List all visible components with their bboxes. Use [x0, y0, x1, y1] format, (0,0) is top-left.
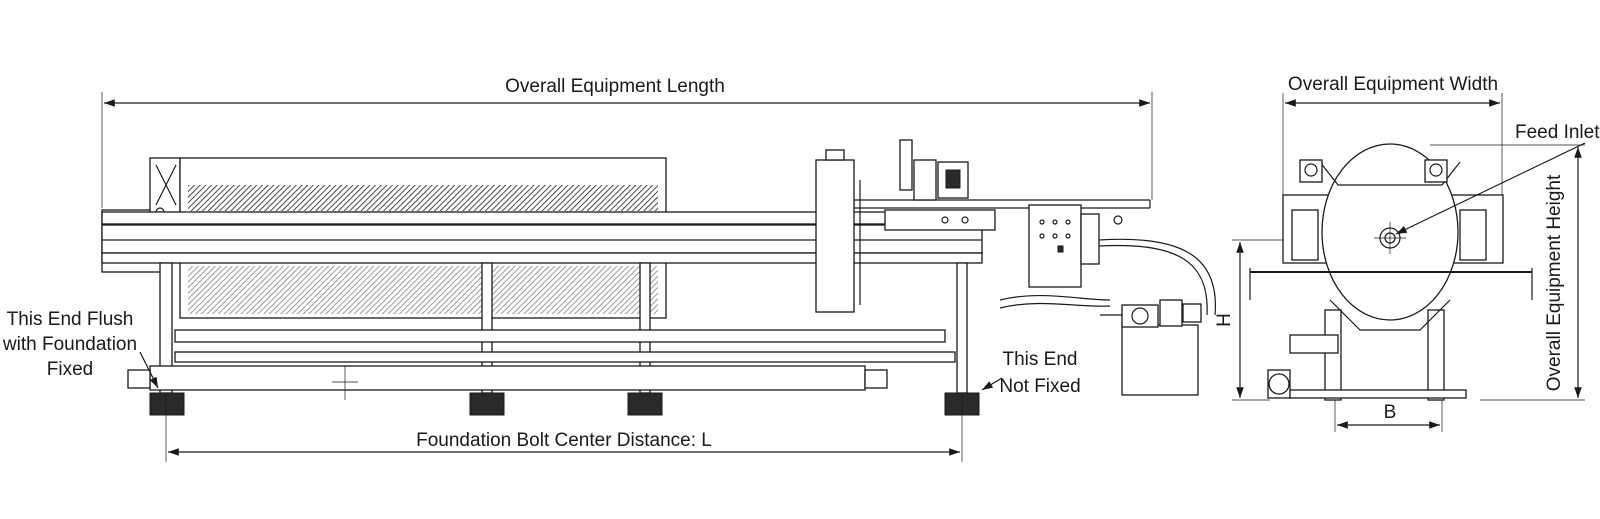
width-dimension — [1282, 93, 1503, 195]
bolt-distance-label: Foundation Bolt Center Distance: L — [416, 430, 712, 451]
flush-end-label-line1: This End Flush — [7, 309, 134, 330]
plate-body — [1282, 143, 1504, 321]
flush-end-label-line3: Fixed — [47, 359, 93, 380]
h-label: H — [1214, 313, 1235, 327]
end-leaders — [139, 351, 1003, 391]
tail-frame — [815, 149, 1151, 313]
control-box — [1028, 204, 1123, 288]
hydraulic-station — [1100, 299, 1202, 396]
length-dimension — [101, 92, 1153, 208]
drive-motor — [884, 139, 996, 231]
front-view — [101, 92, 1216, 462]
feed-inlet-label: Feed Inlet — [1515, 122, 1600, 143]
flush-end-label-line2: with Foundation — [2, 334, 137, 355]
side-view — [1232, 93, 1586, 432]
overall-width-label: Overall Equipment Width — [1288, 74, 1498, 95]
feed-inlet-leader — [1395, 142, 1586, 235]
b-label: B — [1384, 402, 1397, 423]
bolt-distance-dimension — [165, 395, 963, 462]
not-fixed-label-line2: Not Fixed — [999, 376, 1080, 397]
h-dimension — [1232, 239, 1290, 401]
overall-length-label: Overall Equipment Length — [505, 76, 725, 97]
filter-plate-stack — [179, 157, 667, 319]
b-dimension — [1334, 395, 1443, 432]
not-fixed-label-line1: This End — [1003, 349, 1078, 370]
foundation-blocks — [149, 392, 980, 416]
side-stand — [1249, 268, 1533, 401]
overall-height-label: Overall Equipment Height — [1544, 174, 1565, 391]
drip-tray — [127, 329, 956, 400]
height-dimension — [1430, 144, 1585, 401]
hydraulic-hoses — [999, 238, 1216, 316]
